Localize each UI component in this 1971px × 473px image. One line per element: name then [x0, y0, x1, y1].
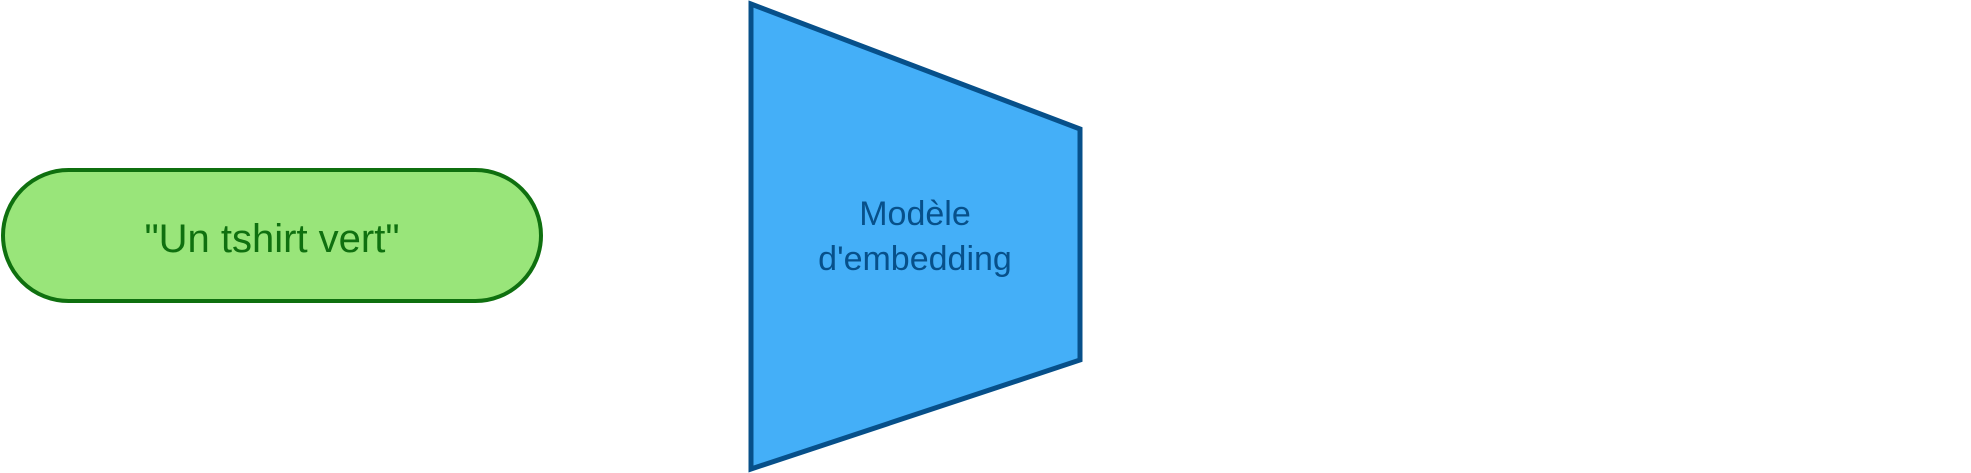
input-text-node: "Un tshirt vert" — [1, 168, 543, 303]
input-text-label: "Un tshirt vert" — [144, 217, 399, 261]
model-label-line2: d'embedding — [818, 240, 1012, 278]
model-label-line1: Modèle — [859, 195, 971, 233]
input-pill-shape — [1, 168, 543, 303]
model-trapezoid-shape — [748, 0, 1083, 473]
embedding-model-node: Modèle d'embedding — [748, 0, 1083, 473]
